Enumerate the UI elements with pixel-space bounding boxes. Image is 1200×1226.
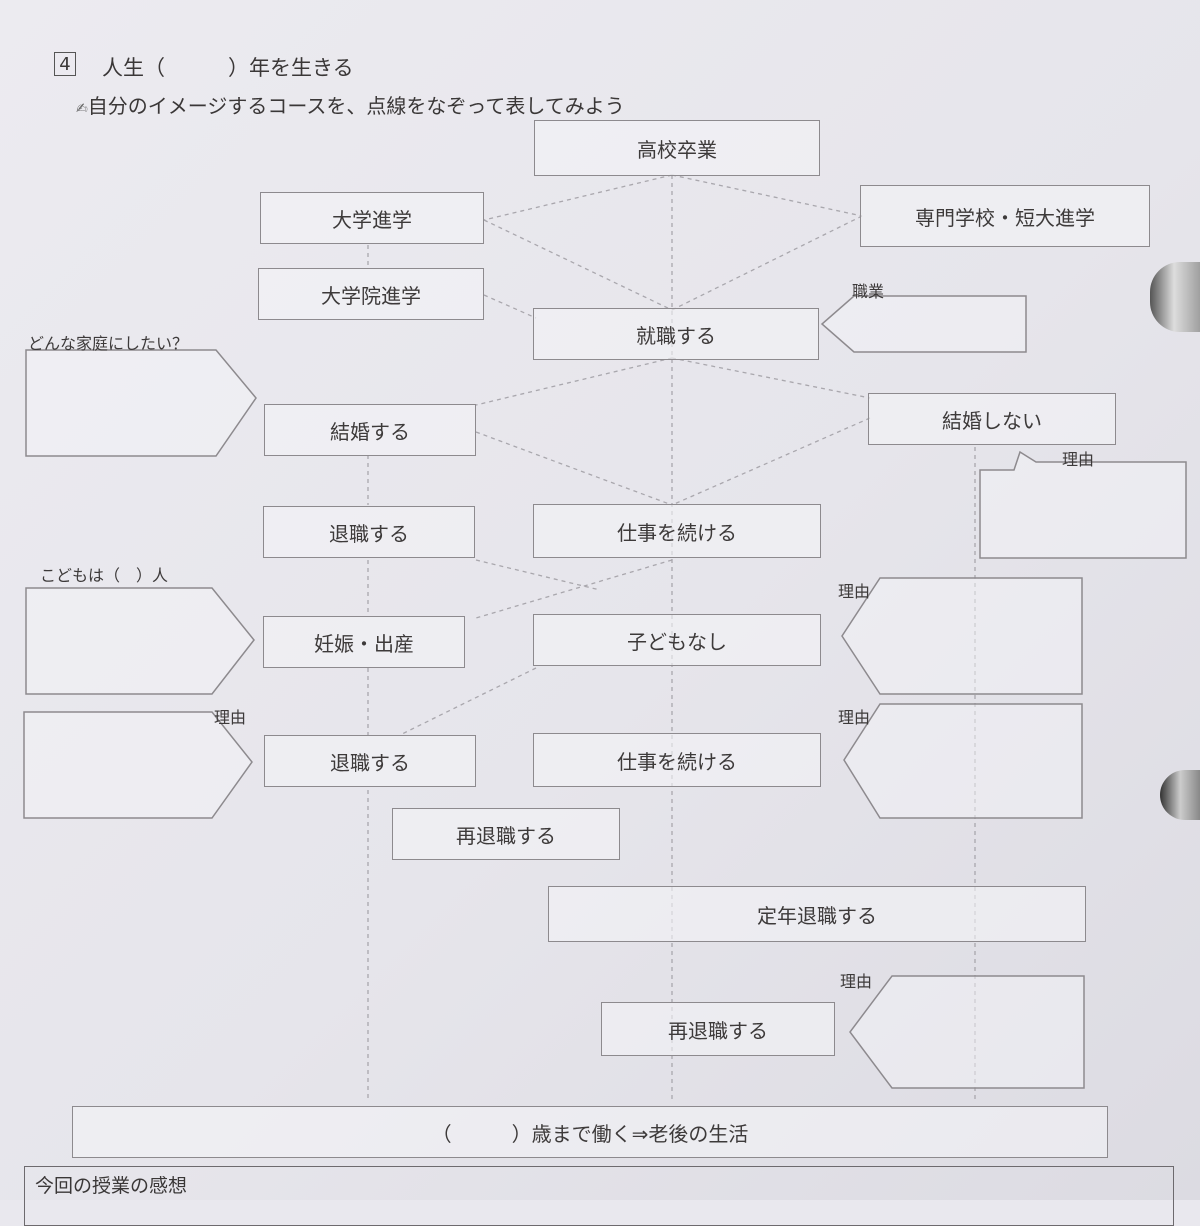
note-shapes [23,295,1187,1089]
box-continue-work-2[interactable]: 仕事を続ける [533,733,821,787]
box-not-marry[interactable]: 結婚しない [868,393,1116,445]
family-question-label: どんな家庭にしたい？ [28,334,189,353]
box-retire-2[interactable]: 退職する [264,735,476,787]
reason-note-box-3 [23,711,253,819]
box-get-job[interactable]: 就職する [533,308,819,360]
occupation-label: 職業 [852,282,885,301]
box-vocational-junior-college[interactable]: 専門学校・短大進学 [860,185,1150,247]
pencil-icon: ✍ [76,101,88,117]
children-count-label: こどもは（ ）人 [40,566,169,585]
section-title: 人生（ ）年を生きる [102,56,354,80]
binder-ring-upper [1150,262,1200,332]
family-note-box [25,349,257,457]
instruction-text: 自分のイメージするコースを、点線をなぞって表してみよう [87,94,625,118]
box-no-children[interactable]: 子どもなし [533,614,821,666]
box-re-retire-2[interactable]: 再退職する [601,1002,835,1056]
box-retire-1[interactable]: 退職する [263,506,475,558]
binder-ring-lower [1160,770,1200,820]
section-number: 4 [54,52,76,76]
box-high-school-graduation[interactable]: 高校卒業 [534,120,820,176]
instruction-line: ✍自分のイメージするコースを、点線をなぞって表してみよう [76,90,625,119]
box-university[interactable]: 大学進学 [260,192,484,244]
reason-note-box-4 [843,703,1083,819]
box-continue-work-1[interactable]: 仕事を続ける [533,504,821,558]
box-graduate-school[interactable]: 大学院進学 [258,268,484,320]
impressions-box[interactable]: 今回の授業の感想 [24,1166,1174,1226]
reason-label-1: 理由 [1062,450,1095,469]
box-mandatory-retirement[interactable]: 定年退職する [548,886,1086,942]
reason-note-box-1 [979,450,1187,559]
box-pregnancy-birth[interactable]: 妊娠・出産 [263,616,465,668]
box-work-until-age[interactable]: （ ）歳まで働く⇒老後の生活 [72,1106,1108,1158]
box-marry[interactable]: 結婚する [264,404,476,456]
reason-note-box-2 [841,577,1083,695]
reason-label-2: 理由 [838,582,871,601]
reason-label-5: 理由 [840,972,873,991]
reason-note-box-5 [849,975,1085,1089]
reason-label-4: 理由 [838,708,871,727]
occupation-note-box [820,295,1027,353]
box-re-retire-1[interactable]: 再退職する [392,808,620,860]
reason-label-3: 理由 [214,708,247,727]
impressions-label: 今回の授業の感想 [35,1175,188,1197]
children-note-box [25,587,255,695]
